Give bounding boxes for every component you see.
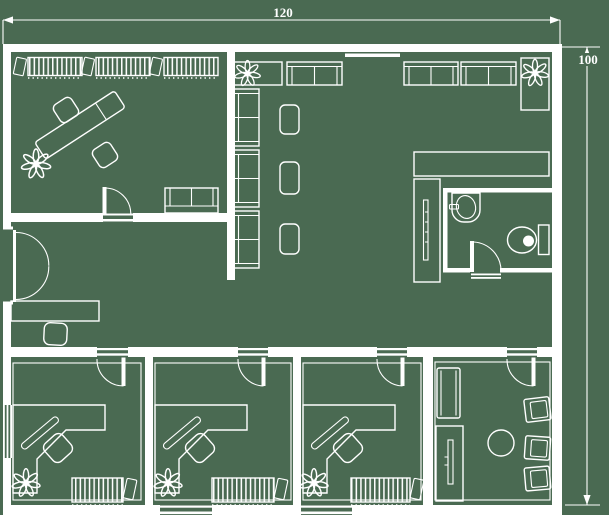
room-office-1 (10, 357, 142, 506)
chair (279, 104, 300, 135)
planter-box (520, 57, 550, 111)
office-chair (332, 432, 364, 464)
radiator (71, 477, 138, 506)
office-chair (42, 432, 74, 464)
door (376, 357, 405, 387)
counter (413, 151, 550, 177)
room-bathroom (448, 192, 550, 272)
window-bottom-2 (300, 505, 352, 515)
sofa (460, 61, 517, 86)
interior-walls (3, 44, 562, 515)
door (506, 357, 536, 387)
room-office-2 (152, 357, 292, 506)
keyboard (162, 416, 201, 450)
door (102, 187, 132, 214)
window-left (3, 405, 12, 458)
door (96, 357, 126, 387)
shelf-radiator (12, 56, 83, 79)
bookcase (233, 88, 260, 147)
sofa (164, 187, 219, 214)
desk (35, 91, 125, 159)
dimension-width: 120 (2, 5, 561, 44)
armchair (523, 396, 552, 423)
radiator (350, 477, 425, 506)
door (470, 241, 502, 272)
keyboard (20, 416, 59, 450)
wardrobe-cabinet (436, 367, 461, 419)
shelf-radiator (80, 56, 151, 79)
chair (279, 161, 300, 195)
room-office-3 (298, 357, 425, 506)
window-top (345, 53, 400, 57)
chair (279, 223, 300, 255)
toilet (506, 224, 550, 256)
radiator (211, 477, 289, 506)
door (237, 357, 266, 387)
plant-icon (233, 59, 262, 88)
tv-cabinet (435, 425, 464, 502)
dimension-height: 100 (562, 46, 603, 506)
reception-desk (10, 300, 100, 322)
exterior-walls (3, 44, 562, 515)
room-outline (434, 361, 551, 501)
visitor-chair (91, 141, 119, 169)
door-thresholds (97, 213, 537, 356)
double-door (3, 226, 50, 305)
tv-cabinet (413, 178, 441, 283)
bookcase (233, 210, 260, 269)
dimension-width-label: 120 (273, 5, 293, 20)
armchair (523, 465, 552, 492)
armchair (523, 435, 552, 461)
room-lobby (3, 187, 132, 346)
office-chair (52, 96, 80, 124)
room-open-space (233, 57, 550, 283)
keyboard (310, 416, 349, 450)
office-chair (184, 432, 216, 464)
round-table (487, 429, 515, 457)
planter-box (233, 59, 283, 88)
office-chair (43, 322, 68, 346)
bathroom-walls (443, 188, 552, 273)
corner-desk (12, 404, 106, 494)
shelf-radiator (148, 56, 219, 79)
plant-icon (520, 58, 550, 88)
plant-icon (20, 148, 52, 180)
room-lounge (434, 357, 552, 502)
dimension-height-label: 100 (578, 52, 598, 67)
sofa (403, 61, 459, 86)
window-bottom-1 (160, 505, 212, 515)
room-manager-office (12, 56, 219, 214)
sofa (286, 61, 343, 86)
corner-desk (154, 404, 248, 494)
sink (448, 192, 481, 223)
bookcase (233, 149, 260, 208)
